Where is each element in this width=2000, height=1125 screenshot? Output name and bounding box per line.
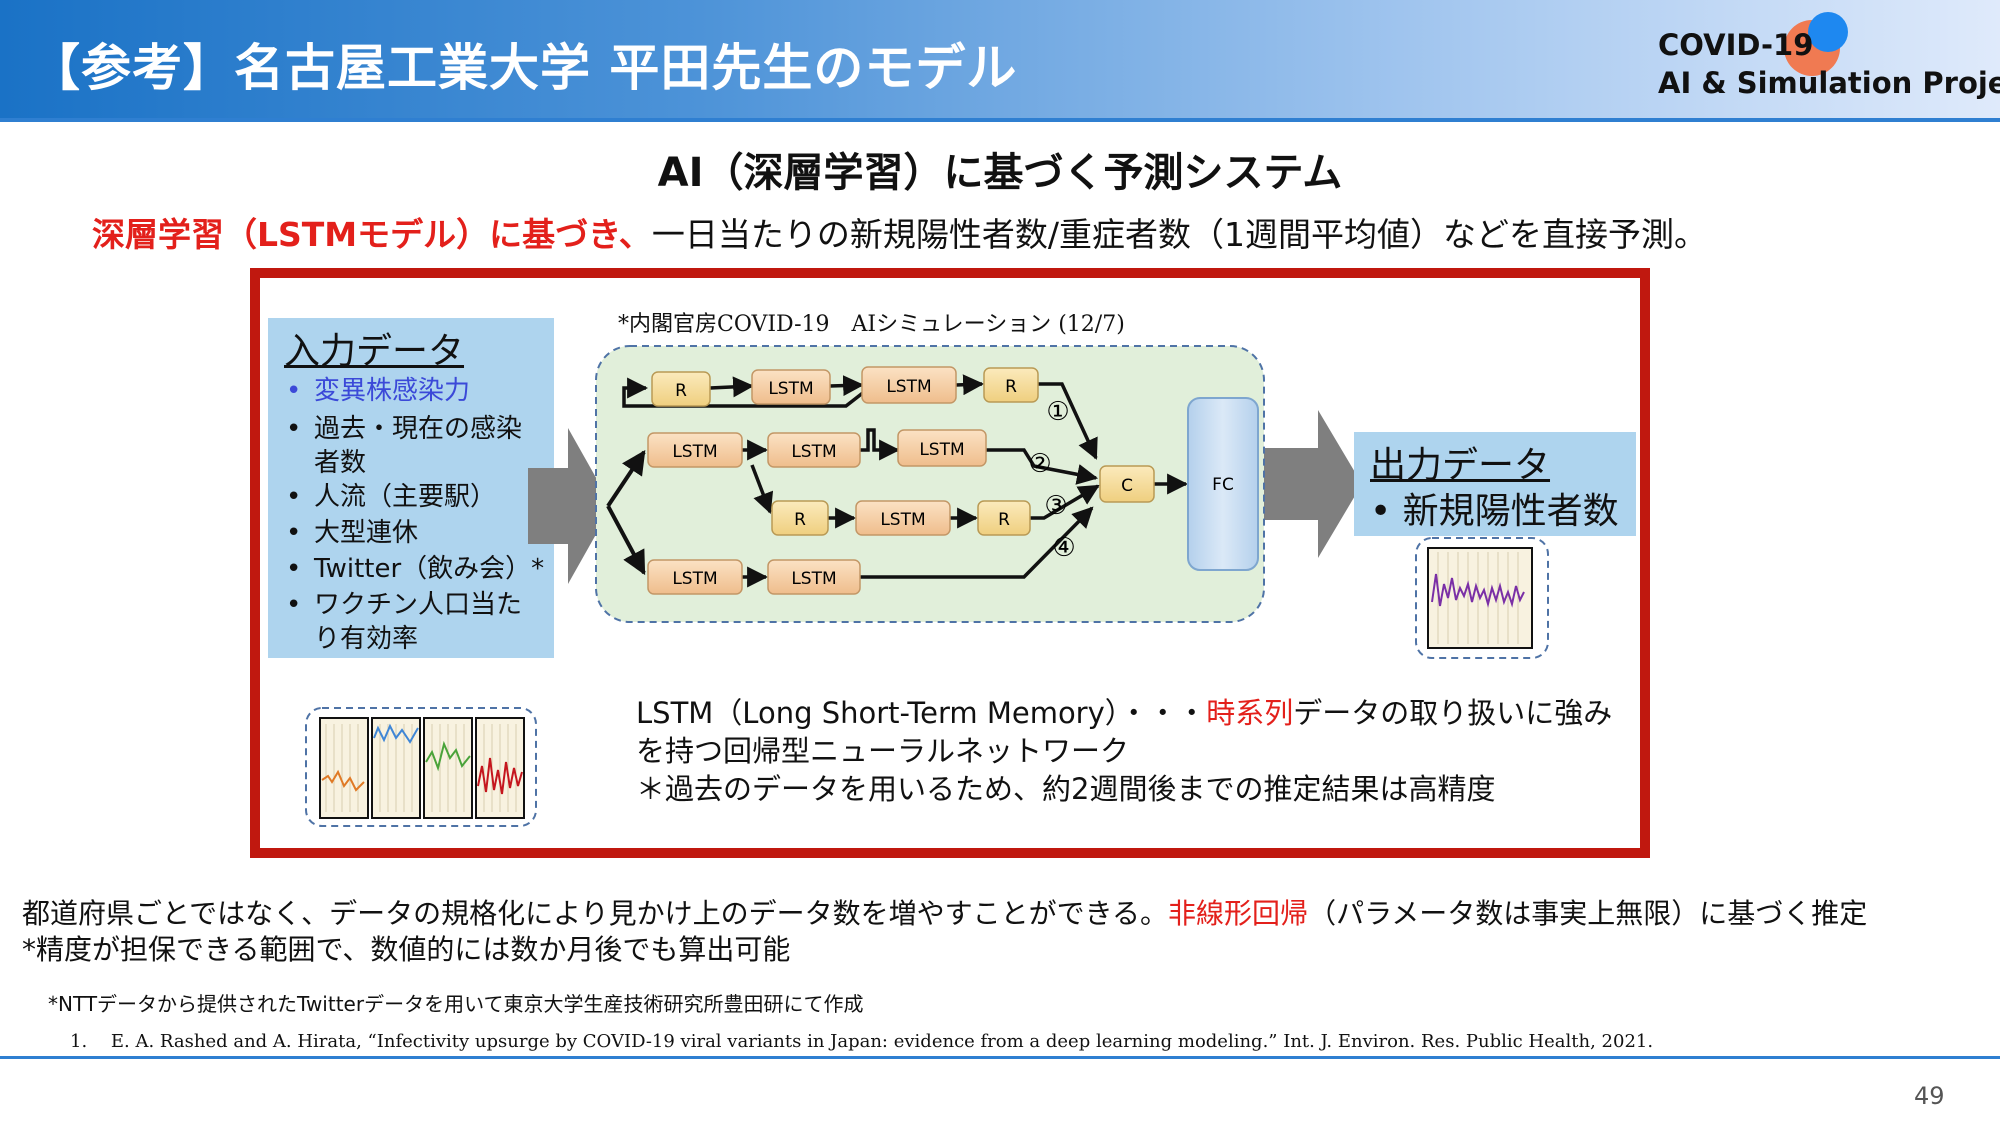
node-label: LSTM [672, 569, 717, 589]
body-line1: 都道府県ごとではなく、データの規格化により見かけ上のデータ数を増やすことができる… [22, 897, 1868, 930]
branch-label-2: ② [1028, 449, 1051, 479]
node-label: C [1121, 476, 1133, 496]
lstm-node [647, 432, 743, 468]
project-name-line2: AI & Simulation Project [1658, 66, 2000, 100]
lead-rest-text: 一日当たりの新規陽性者数/重症者数（1週間平均値）などを直接予測。 [651, 215, 1707, 254]
network-panel [595, 345, 1265, 623]
lstm-description-line3: ＊過去のデータを用いるため、約2週間後までの推定結果は高精度 [636, 772, 1496, 806]
branch-label-4: ④ [1052, 533, 1075, 563]
node-label: LSTM [886, 377, 931, 397]
input-item-infections: •過去・現在の感染 [286, 414, 523, 444]
lstm-node [897, 429, 987, 467]
r-node [983, 367, 1039, 403]
input-data-title: 入力データ [284, 331, 465, 372]
diagram-frame [250, 268, 1650, 858]
input-thumbnail-orange [319, 717, 369, 819]
lstm-node [767, 559, 861, 595]
node-label: LSTM [791, 442, 836, 462]
node-label: LSTM [768, 379, 813, 399]
lstm-node [767, 432, 861, 468]
footer-divider [0, 1056, 2000, 1059]
node-label: LSTM [919, 440, 964, 460]
r-node [771, 500, 829, 536]
node-label: R [1005, 377, 1017, 397]
input-item-holidays: •大型連休 [286, 518, 419, 548]
output-data-box [1354, 432, 1636, 536]
r-node [977, 500, 1031, 536]
fc-node [1187, 397, 1259, 571]
output-series-line [1431, 573, 1525, 608]
node-label: R [675, 381, 687, 401]
lstm-node [861, 366, 957, 404]
input-to-network-arrow [528, 428, 612, 584]
branch-label-1: ① [1046, 397, 1069, 427]
input-thumbnail-blue [371, 717, 421, 819]
input-thumbnail-red [475, 717, 525, 819]
lstm-node [647, 559, 743, 595]
node-label: R [998, 510, 1010, 530]
input-item-infections-cont: 者数 [314, 448, 367, 478]
output-item-new-cases: • 新規陽性者数 [1370, 491, 1619, 532]
reference: 1. E. A. Rashed and A. Hirata, “Infectiv… [70, 1031, 1654, 1052]
footnote: *NTTデータから提供されたTwitterデータを用いて東京大学生産技術研究所豊… [48, 992, 864, 1016]
input-item-vaccine-cont: り有効率 [314, 624, 419, 654]
header-bar [0, 0, 2000, 118]
lead-red-text: 深層学習（LSTMモデル）に基づき、 [92, 215, 652, 254]
lstm-description-line1: LSTM（Long Short-Term Memory）・・・時系列データの取り… [636, 696, 1613, 730]
concat-node [1099, 465, 1155, 503]
page-title: 【参考】名古屋工業大学 平田先生のモデル [30, 39, 1018, 97]
r-node [651, 371, 711, 407]
branch-label-3: ③ [1044, 491, 1067, 521]
project-logo-blue-dot [1808, 12, 1848, 52]
slide-subtitle: AI（深層学習）に基づく予測システム [657, 150, 1343, 196]
page-number: 49 [1914, 1082, 1945, 1110]
node-label: FC [1212, 475, 1234, 495]
input-data-box [268, 318, 554, 658]
project-name-line1: COVID-19 [1658, 28, 1814, 62]
input-thumbnail-green [423, 717, 473, 819]
lstm-node [751, 369, 831, 405]
header-divider [0, 118, 2000, 122]
network-to-output-arrow [1264, 410, 1362, 558]
simulation-note: *内閣官房COVID-19 AIシミュレーション (12/7) [618, 312, 1125, 337]
lstm-node [855, 500, 951, 536]
output-data-title: 出力データ [1370, 445, 1551, 486]
node-label: R [794, 510, 806, 530]
node-label: LSTM [880, 510, 925, 530]
input-item-mobility: •人流（主要駅） [286, 482, 497, 512]
input-item-vaccine: •ワクチン人口当た [286, 590, 523, 620]
lstm-description-line2: を持つ回帰型ニューラルネットワーク [636, 734, 1130, 768]
input-item-variant: •変異株感染力 [286, 376, 471, 406]
input-item-twitter: •Twitter（飲み会）* [286, 554, 545, 584]
body-line2: *精度が担保できる範囲で、数値的には数か月後でも算出可能 [22, 933, 791, 966]
lead-text: 深層学習（LSTMモデル）に基づき、一日当たりの新規陽性者数/重症者数（1週間平… [92, 208, 1707, 256]
node-label: LSTM [791, 569, 836, 589]
node-label: LSTM [672, 442, 717, 462]
